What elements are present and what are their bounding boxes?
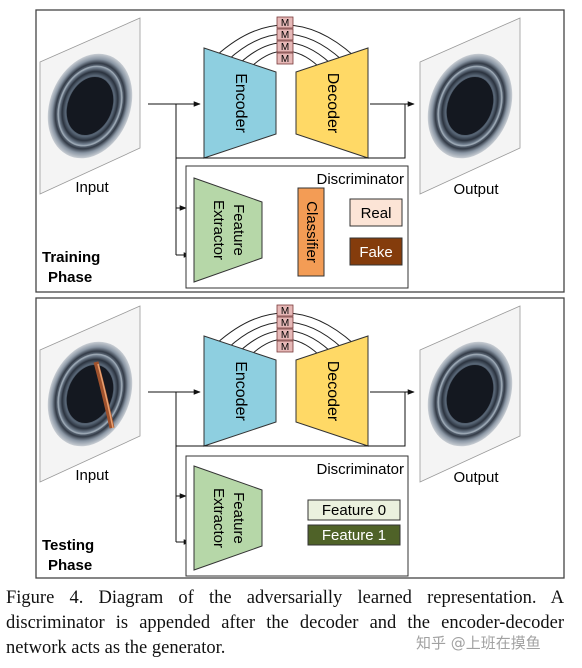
testing-feature-extractor-label-2: Extractor xyxy=(210,488,227,548)
testing-memory-module xyxy=(276,340,294,353)
testing-feature0-label: Feature 0 xyxy=(322,502,386,519)
testing-memory-label: M xyxy=(281,342,289,353)
training-memory-module xyxy=(276,52,294,65)
testing-phase-label-2: Phase xyxy=(48,557,92,574)
training-encoder-block xyxy=(203,47,277,159)
training-memory-label: M xyxy=(281,30,289,41)
figure-caption: Figure 4. Diagram of the adversarially l… xyxy=(6,588,564,658)
testing-output-image xyxy=(419,305,521,483)
training-encoder-label: Encoder xyxy=(232,73,249,133)
testing-memory-module xyxy=(276,328,294,341)
watermark: 知乎 @上班在摸鱼 xyxy=(416,634,541,652)
testing-memory-label: M xyxy=(281,306,289,317)
testing-feature-extractor-label-1: Feature xyxy=(230,492,247,544)
architecture-diagram: Input Output M M M M Encod xyxy=(35,9,565,579)
testing-phase-label-1: Testing xyxy=(42,537,94,554)
training-phase-label-1: Training xyxy=(42,249,100,266)
testing-feature0-box xyxy=(307,499,401,521)
testing-memory-modules: M M M M xyxy=(276,304,294,353)
testing-memory-module xyxy=(276,316,294,329)
training-memory-module xyxy=(276,28,294,41)
training-real-box xyxy=(349,198,403,227)
testing-feature1-box xyxy=(307,524,401,546)
training-fake-box xyxy=(349,237,403,266)
training-real-label: Real xyxy=(361,205,392,222)
training-discriminator-title: Discriminator xyxy=(316,171,404,188)
testing-encoder-label: Encoder xyxy=(232,361,249,421)
training-memory-module xyxy=(276,40,294,53)
defect-mark xyxy=(93,361,115,429)
training-classifier-label: Classifier xyxy=(303,201,320,263)
testing-encoder-block xyxy=(203,335,277,447)
training-phase-panel: Input Output M M M M Encod xyxy=(35,9,565,293)
testing-feature1-label: Feature 1 xyxy=(322,527,386,544)
training-classifier-block xyxy=(297,187,325,277)
training-phase-label-2: Phase xyxy=(48,269,92,286)
training-feature-extractor-label-1: Feature xyxy=(230,204,247,256)
training-output-label: Output xyxy=(453,181,499,198)
testing-input-image xyxy=(39,305,141,483)
training-memory-label: M xyxy=(281,42,289,53)
training-memory-label: M xyxy=(281,18,289,29)
testing-phase-panel: Input Output M M M M Encoder xyxy=(35,297,565,579)
training-input-label: Input xyxy=(75,179,109,196)
training-decoder-label: Decoder xyxy=(324,73,341,134)
testing-output-label: Output xyxy=(453,469,499,486)
training-fake-label: Fake xyxy=(359,244,392,261)
testing-memory-label: M xyxy=(281,330,289,341)
training-memory-module xyxy=(276,16,294,29)
training-memory-label: M xyxy=(281,54,289,65)
testing-input-label: Input xyxy=(75,467,109,484)
testing-feature-extractor-block xyxy=(193,465,263,571)
training-feature-extractor-label-2: Extractor xyxy=(210,200,227,260)
testing-decoder-label: Decoder xyxy=(324,361,341,422)
training-input-image xyxy=(39,17,141,195)
training-memory-modules: M M M M xyxy=(276,16,294,65)
testing-discriminator-title: Discriminator xyxy=(316,461,404,478)
training-feature-extractor-block xyxy=(193,177,263,283)
testing-memory-label: M xyxy=(281,318,289,329)
training-output-image xyxy=(419,17,521,195)
testing-memory-module xyxy=(276,304,294,317)
